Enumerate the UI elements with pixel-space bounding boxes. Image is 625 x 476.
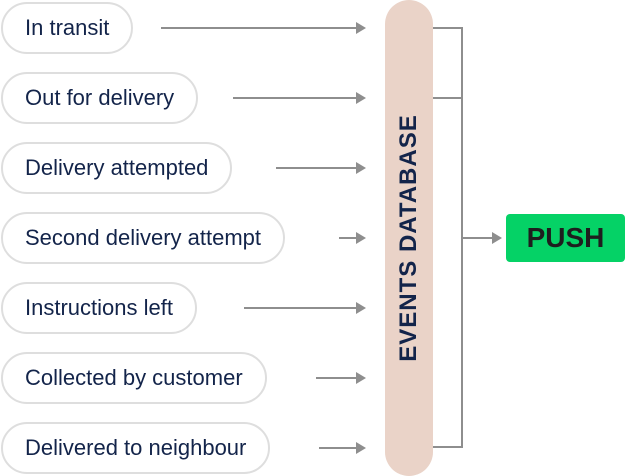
event-pill-delivered-to-neighbour: Delivered to neighbour xyxy=(1,422,271,474)
arrow-icon xyxy=(244,302,366,314)
event-pill-out-for-delivery: Out for delivery xyxy=(1,72,199,124)
arrow-icon xyxy=(319,442,366,454)
events-database xyxy=(385,0,433,476)
connector-line xyxy=(433,97,462,99)
arrow-icon xyxy=(339,232,366,244)
event-pill-instructions-left: Instructions left xyxy=(1,282,197,334)
push-output-box: PUSH xyxy=(506,214,625,262)
arrow-icon xyxy=(462,232,502,244)
event-pill-second-delivery-attempt: Second delivery attempt xyxy=(1,212,286,264)
connector-line xyxy=(433,27,462,29)
event-pill-delivery-attempted: Delivery attempted xyxy=(1,142,233,194)
arrow-icon xyxy=(316,372,366,384)
arrow-icon xyxy=(161,22,366,34)
events-database-label: EVENTS DATABASE xyxy=(395,114,422,362)
connector-line xyxy=(433,446,462,448)
event-pill-in-transit: In transit xyxy=(1,2,134,54)
arrow-icon xyxy=(233,92,366,104)
event-pill-collected-by-customer: Collected by customer xyxy=(1,352,267,404)
arrow-icon xyxy=(276,162,366,174)
